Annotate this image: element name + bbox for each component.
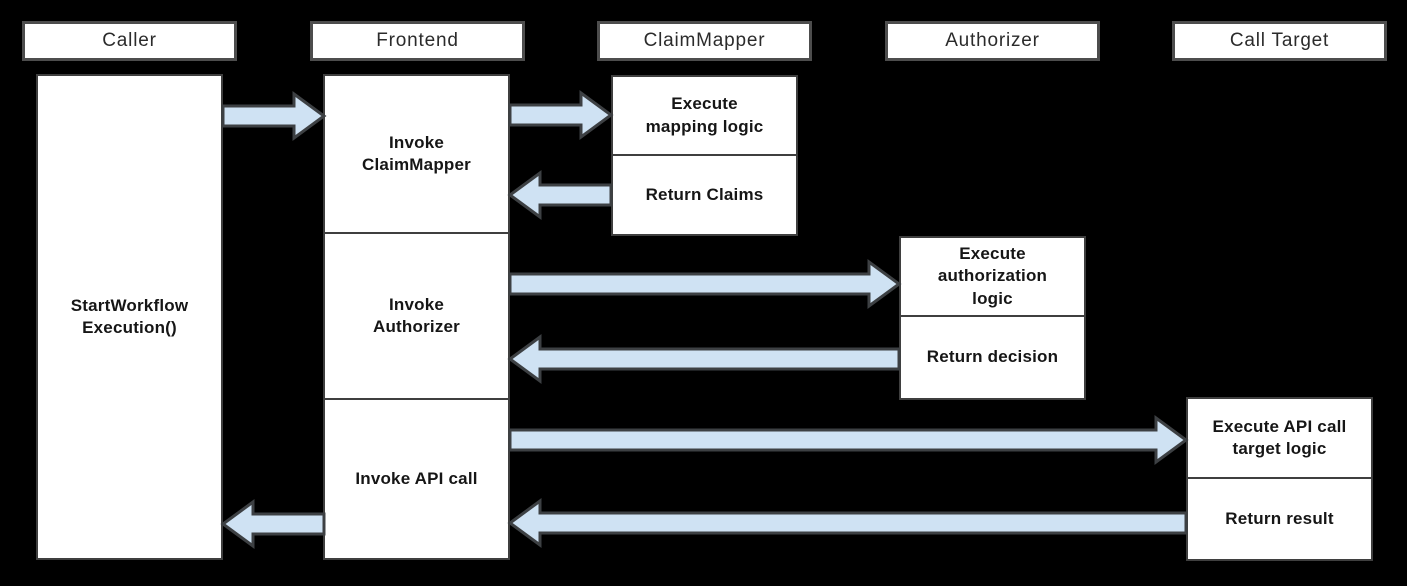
arrow-frontend-to-call-target [508,415,1189,465]
step-box-invoke-authorizer: Invoke Authorizer [323,232,510,400]
lane-header-caller: Caller [22,21,237,61]
step-box-execute-mapping-logic: Execute mapping logic [611,75,798,156]
lane-header-frontend: Frontend [310,21,525,61]
arrow-claimmapper-return-to-frontend [507,170,613,220]
step-box-execute-api-call-target-logic: Execute API call target logic [1186,397,1373,479]
arrow-call-target-return-to-frontend [507,498,1188,548]
step-box-invoke-api-call: Invoke API call [323,398,510,560]
step-box-return-claims: Return Claims [611,154,798,236]
step-box-startworkflowexecution: StartWorkflow Execution() [36,74,223,560]
lane-header-call-target: Call Target [1172,21,1387,61]
step-box-return-decision: Return decision [899,315,1086,400]
step-box-execute-authorization-logic: Execute authorization logic [899,236,1086,317]
step-box-invoke-claimmapper: Invoke ClaimMapper [323,74,510,234]
arrow-authorizer-return-to-frontend [507,334,901,384]
arrow-frontend-return-to-caller [220,499,326,549]
arrow-frontend-to-claimmapper [508,90,614,140]
step-box-return-result: Return result [1186,477,1373,561]
lane-header-claimmapper: ClaimMapper [597,21,812,61]
arrow-frontend-to-authorizer [508,259,902,309]
arrow-caller-to-frontend [221,91,327,141]
lane-header-authorizer: Authorizer [885,21,1100,61]
